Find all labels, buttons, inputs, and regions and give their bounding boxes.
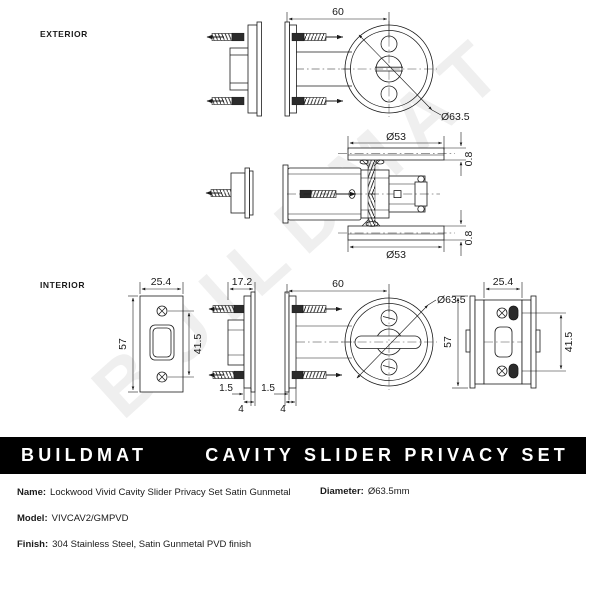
strike-plate-outline — [139, 295, 184, 393]
spec-value-model: VIVCAV2/GMPVD — [51, 513, 129, 524]
view-label-interior: INTERIOR — [40, 280, 86, 290]
dimension-bottom-width-text: 60 — [332, 278, 344, 290]
dimension-bottom-diameter — [356, 299, 437, 379]
view-label-exterior: EXTERIOR — [40, 29, 88, 39]
middle-small-plate — [205, 167, 254, 219]
specification-block: Name: Lockwood Vivid Cavity Slider Priva… — [0, 474, 600, 600]
spec-row-model: Model: VIVCAV2/GMPVD — [17, 512, 129, 525]
dimension-plate-thickness-left — [232, 388, 256, 406]
spec-value-diameter: Ø63.5mm — [367, 486, 410, 497]
spec-label-finish: Finish: — [17, 539, 49, 550]
dimension-interior-hole-spacing-text: 41.5 — [563, 332, 575, 353]
top-assembly-section — [206, 21, 352, 117]
title-banner: BUILDMAT CAVITY SLIDER PRIVACY SET — [0, 437, 586, 474]
dimension-strike-width — [139, 282, 184, 294]
rose-cover-top-right — [284, 21, 290, 117]
dimension-thickness-bottom — [444, 210, 466, 256]
dimension-interior-height — [452, 295, 468, 389]
screw-top-right-lower — [291, 96, 343, 106]
dimension-interior-width-text: 25.4 — [493, 276, 514, 288]
dimension-thickness-top-text: 0.8 — [463, 152, 475, 167]
screw-top-left-lower — [206, 96, 245, 106]
spec-row-diameter: Diameter: Ø63.5mm — [320, 486, 410, 497]
dimension-interior-height-text: 57 — [442, 336, 454, 348]
dimension-plate-bottom-53 — [347, 240, 445, 252]
edge-cover-right — [284, 291, 290, 393]
edge-section-left — [208, 291, 256, 393]
dimension-top-width — [286, 12, 390, 38]
dimension-strike-height-text: 57 — [117, 338, 129, 350]
dimension-plate-top-53-text: Ø53 — [386, 131, 406, 143]
dimension-interior-width — [483, 282, 523, 298]
dimension-strike-hole-spacing-text: 41.5 — [192, 334, 204, 355]
technical-drawing-area: BUILDMAT — [40, 6, 575, 435]
turn-snib — [354, 335, 422, 349]
edge-plate-left — [243, 295, 252, 389]
dimension-plate-offset-right-text: 4 — [280, 404, 286, 415]
screw-top-right-upper — [291, 32, 343, 42]
dimension-edge-depth — [227, 282, 256, 300]
spec-value-name: Lockwood Vivid Cavity Slider Privacy Set… — [50, 487, 291, 498]
dimension-top-diameter-text: Ø63.5 — [441, 111, 470, 123]
strike-plate-front — [139, 295, 184, 393]
spec-row-name: Name: Lockwood Vivid Cavity Slider Priva… — [17, 486, 291, 499]
edge-cover-left — [250, 291, 256, 393]
edge-screw-upper-right — [291, 304, 342, 314]
dimension-thickness-bottom-text: 0.8 — [463, 231, 475, 246]
dimension-top-diameter — [358, 34, 442, 116]
brand-name: BUILDMAT — [21, 445, 148, 465]
dimension-edge-depth-text: 17.2 — [232, 276, 253, 288]
spec-row-finish: Finish: 304 Stainless Steel, Satin Gunme… — [17, 538, 251, 551]
spec-label-model: Model: — [17, 513, 48, 524]
rose-plate-top-left — [247, 24, 258, 114]
plate-top-53 — [347, 147, 445, 161]
spec-value-finish: 304 Stainless Steel, Satin Gunmetal PVD … — [52, 539, 252, 550]
spec-label-diameter: Diameter: — [320, 486, 364, 497]
dimension-strike-height — [128, 295, 138, 393]
spec-label-name: Name: — [17, 487, 47, 498]
dimension-top-width-text: 60 — [332, 6, 344, 18]
edge-screw-lower-left — [208, 370, 246, 380]
strike-screw-lower — [156, 371, 168, 383]
dimension-strike-hole-spacing — [168, 310, 194, 378]
middle-assembly — [205, 147, 455, 241]
dimension-plate-bottom-53-text: Ø53 — [386, 249, 406, 261]
interior-edge-detail — [465, 295, 541, 389]
technical-drawing-svg: BUILDMAT — [75, 6, 575, 434]
dimension-strike-width-text: 25.4 — [151, 276, 172, 288]
dimension-interior-hole-spacing — [522, 312, 566, 372]
dimension-plate-offset-left-text: 4 — [238, 404, 244, 415]
dimension-plate-thickness-left-text: 1.5 — [219, 383, 233, 394]
dimension-thickness-top — [444, 132, 466, 176]
edge-screw-upper-left — [208, 304, 246, 314]
strike-screw-upper — [156, 305, 168, 317]
edge-screw-lower-right — [291, 370, 342, 380]
dimension-plate-top-53 — [347, 136, 445, 150]
dimension-plate-thickness-right — [274, 388, 297, 406]
rose-cover-top-left — [256, 21, 262, 117]
product-title: CAVITY SLIDER PRIVACY SET — [205, 445, 569, 465]
screw-top-left-upper — [206, 32, 245, 42]
dimension-plate-thickness-right-text: 1.5 — [261, 383, 275, 394]
